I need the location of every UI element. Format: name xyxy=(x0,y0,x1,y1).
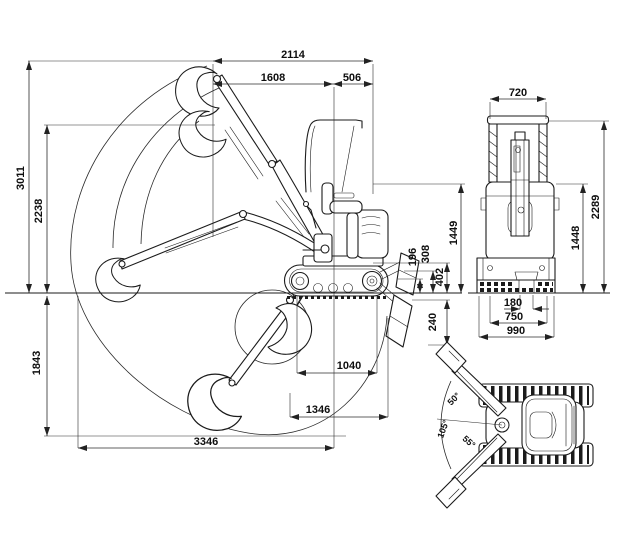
top-view: 50° 105° 55° xyxy=(435,341,594,509)
bucket-position-curled xyxy=(267,303,313,355)
dim-label-990: 990 xyxy=(507,325,525,337)
front-view-dimensions: 720 2289 1448 180 750 990 xyxy=(468,87,610,340)
dim-label-1449: 1449 xyxy=(448,221,460,245)
side-view-dimensions: 2114 1608 506 3011 2238 1843 3346 1346 1… xyxy=(5,49,465,451)
side-view-body xyxy=(302,119,389,267)
dim-label-1843: 1843 xyxy=(31,351,43,375)
sprocket-wheel xyxy=(361,270,383,292)
canopy-post-right xyxy=(538,123,548,183)
top-seat xyxy=(529,411,553,439)
swing-angle-arc xyxy=(440,380,452,470)
dim-label-196: 196 xyxy=(407,248,419,266)
side-view-tracks xyxy=(283,264,389,299)
dim-label-3011: 3011 xyxy=(15,166,27,190)
dim-label-2289: 2289 xyxy=(590,195,602,219)
control-lever xyxy=(306,205,317,229)
angle-label-105: 105° xyxy=(435,418,451,439)
dim-label-1448: 1448 xyxy=(570,226,582,250)
seat-cushion xyxy=(329,200,363,214)
dim-label-402: 402 xyxy=(434,268,446,286)
dim-label-2238: 2238 xyxy=(33,199,45,223)
angle-label-50: 50° xyxy=(446,390,463,407)
rollbar-handle xyxy=(304,119,363,193)
top-canopy xyxy=(521,394,577,456)
side-view: 2114 1608 506 3011 2238 1843 3346 1346 1… xyxy=(5,49,465,451)
dim-label-2114: 2114 xyxy=(281,49,306,61)
angle-label-55: 55° xyxy=(461,433,478,450)
boom-position-reach xyxy=(87,209,323,311)
bucket-raised xyxy=(175,66,220,117)
front-view-body xyxy=(476,115,560,294)
front-boom xyxy=(510,139,530,237)
dim-label-750: 750 xyxy=(505,311,523,323)
canopy-top-bar xyxy=(486,115,550,125)
dim-label-720: 720 xyxy=(509,87,527,99)
bucket-raised-curled xyxy=(170,104,231,167)
dim-label-1608: 1608 xyxy=(261,72,285,84)
dim-label-180: 180 xyxy=(504,297,522,309)
boom-position-raised xyxy=(170,66,331,253)
dozer-blade xyxy=(376,252,420,348)
canopy-post-left xyxy=(488,123,498,183)
engine-hood xyxy=(355,209,389,259)
dim-label-240: 240 xyxy=(427,313,439,331)
dim-label-308: 308 xyxy=(420,245,432,263)
dim-label-506: 506 xyxy=(343,72,361,84)
idler-wheel xyxy=(290,271,310,291)
bucket-cylinder xyxy=(513,145,521,173)
dim-label-3346: 3346 xyxy=(194,436,218,448)
top-view-body xyxy=(435,341,594,509)
dim-label-1346: 1346 xyxy=(306,404,330,416)
dim-label-1040: 1040 xyxy=(337,360,361,372)
front-view: 720 2289 1448 180 750 990 xyxy=(468,87,610,340)
boom-foot-pin xyxy=(320,244,330,254)
